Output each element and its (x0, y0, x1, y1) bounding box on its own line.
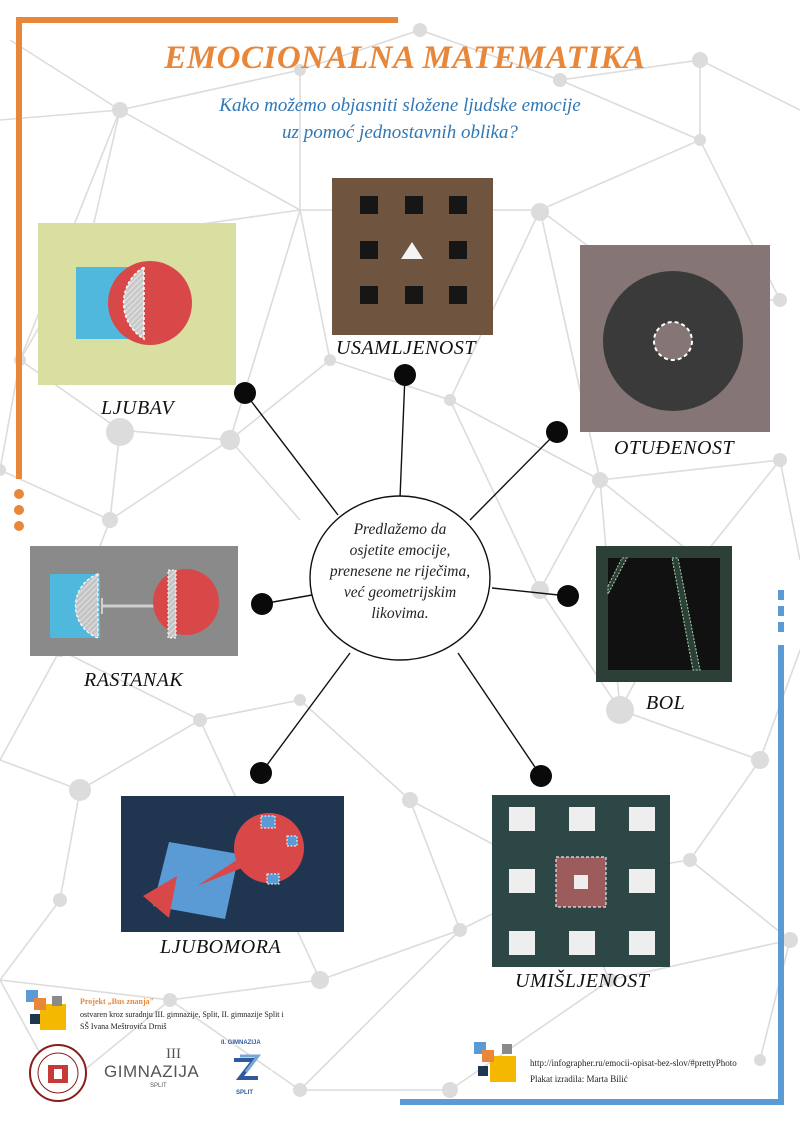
rastanak-card (30, 546, 238, 656)
connector-dot-otudenost (546, 421, 568, 443)
school-seal-logo (29, 1044, 87, 1102)
gimnazija-logo-text: GIMNAZIJA (104, 1062, 200, 1081)
subtitle-line-1: Kako možemo objasniti složene ljudske em… (219, 95, 581, 116)
label-rastanak: RASTANAK (84, 669, 184, 691)
credits-logo-icon (474, 1042, 516, 1082)
project-logo-icon (26, 990, 66, 1030)
orange-dot-2 (14, 505, 24, 515)
label-bol: BOL (646, 692, 686, 714)
second-gymnasium-logo (219, 1041, 273, 1095)
second-logo-sub: SPLIT (236, 1090, 254, 1096)
connector-dot-bol (557, 585, 579, 607)
blue-dash-1 (778, 590, 784, 600)
ljubomora-card (121, 796, 344, 932)
center-line-2: osjetite emocije, (349, 542, 451, 559)
center-line-1: Predlažemo da (353, 521, 447, 538)
center-line-5: likovima. (371, 605, 429, 622)
orange-dot-3 (14, 521, 24, 531)
poster-author: Plakat izradila: Marta Bilić (530, 1074, 628, 1084)
ljubav-card (38, 223, 236, 385)
footer-collab-line-2: SŠ Ivana Meštrovića Drniš (80, 1022, 167, 1031)
bol-card (596, 546, 732, 682)
center-line-3: prenesene ne riječima, (329, 563, 471, 580)
label-otudenost: OTUĐENOST (614, 437, 735, 459)
blue-frame-bottom (400, 1099, 784, 1105)
orange-dot-1 (14, 489, 24, 499)
connector-dot-umisljenost (530, 765, 552, 787)
label-umisljenost: UMIŠLJENOST (515, 970, 650, 992)
label-usamljenost: USAMLJENOST (336, 337, 476, 359)
footer-collab-line-1: ostvaren kroz suradnju III. gimnazije, S… (80, 1010, 284, 1019)
umisljenost-card (492, 795, 670, 967)
source-url-link[interactable]: http://infographer.ru/emocii-opisat-bez-… (530, 1058, 737, 1068)
connector-dot-usamljenost (394, 364, 416, 386)
center-statement: Predlažemo da osjetite emocije, prenesen… (310, 519, 490, 624)
second-logo-text: II. GIMNAZIJA (221, 1040, 261, 1046)
orange-frame-left (16, 17, 22, 479)
center-line-4: već geometrijskim (343, 584, 457, 601)
blue-dash-3 (778, 622, 784, 632)
connector-dot-rastanak (251, 593, 273, 615)
gimnazija-logo-sub: SPLIT (150, 1083, 167, 1089)
connector-dot-ljubav (234, 382, 256, 404)
orange-frame-top (16, 17, 398, 23)
gimnazija-split-logo: III GIMNAZIJA SPLIT (104, 1046, 204, 1092)
footer-project-label: Projekt „Bus znanja" (80, 997, 155, 1006)
connector-dot-ljubomora (250, 762, 272, 784)
subtitle-line-2: uz pomoć jednostavnih oblika? (282, 122, 518, 143)
blue-frame-right (778, 645, 784, 1105)
label-ljubav: LJUBAV (101, 397, 175, 419)
usamljenost-card (332, 178, 493, 335)
blue-dash-2 (778, 606, 784, 616)
poster-title: EMOCIONALNA MATEMATIKA (164, 40, 646, 76)
gimnazija-roman-numeral: III (166, 1046, 181, 1062)
label-ljubomora: LJUBOMORA (160, 936, 282, 958)
otudenost-card (580, 245, 770, 432)
